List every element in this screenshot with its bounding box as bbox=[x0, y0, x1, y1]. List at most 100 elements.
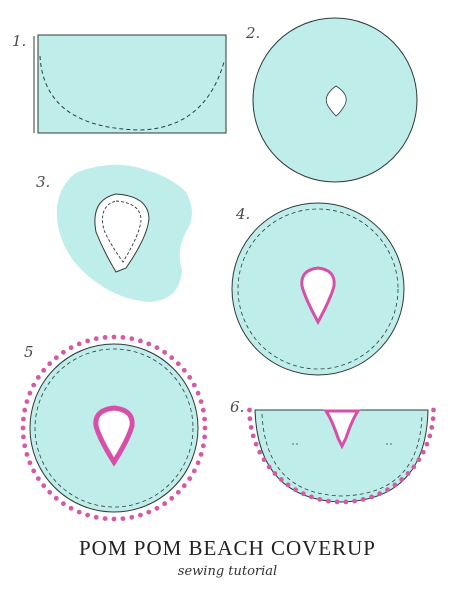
pompom-dot bbox=[399, 477, 405, 482]
pompom-dot bbox=[35, 375, 41, 380]
pompom-dot bbox=[385, 487, 390, 493]
pompom-dot bbox=[21, 416, 26, 422]
pompom-dot bbox=[85, 512, 90, 518]
pompom-dot bbox=[181, 483, 187, 489]
pompom-dot bbox=[20, 425, 26, 431]
step-5-pompom-circle: 5 bbox=[20, 334, 208, 522]
pompom-dot bbox=[41, 483, 47, 489]
pompom-dot bbox=[61, 501, 66, 507]
step-5-pompom-trim bbox=[20, 334, 208, 522]
pompom-dot bbox=[102, 335, 108, 340]
pompom-dot bbox=[111, 334, 117, 340]
pompom-dot bbox=[154, 505, 160, 511]
pompom-dot bbox=[369, 494, 374, 500]
pompom-dot bbox=[47, 361, 53, 367]
pompom-dot bbox=[377, 491, 383, 497]
pompom-dot bbox=[326, 498, 331, 504]
pompom-dot bbox=[392, 482, 398, 488]
pompom-dot bbox=[317, 497, 323, 502]
pompom-dot bbox=[272, 471, 278, 476]
pompom-dot bbox=[411, 464, 417, 470]
pompom-dot bbox=[195, 390, 201, 396]
pompom-dot bbox=[76, 509, 82, 515]
pompom-dot bbox=[300, 491, 306, 497]
step-6-label: 6. bbox=[230, 398, 244, 416]
pompom-dot bbox=[175, 361, 181, 367]
pompom-dot bbox=[31, 382, 37, 388]
pompom-dot bbox=[250, 433, 256, 439]
pompom-dot bbox=[293, 487, 298, 493]
step-1-fabric-rect bbox=[37, 34, 227, 134]
pompom-dot bbox=[200, 443, 206, 449]
pompom-dot bbox=[93, 514, 99, 520]
pompom-dot bbox=[200, 407, 206, 413]
pompom-dot bbox=[198, 452, 204, 457]
pompom-dot bbox=[22, 407, 28, 413]
pompom-dot bbox=[416, 457, 422, 463]
pompom-dot bbox=[162, 501, 168, 507]
step-5-neckline bbox=[93, 405, 135, 467]
pompom-dot bbox=[266, 464, 272, 470]
pompom-dot bbox=[405, 471, 411, 476]
pompom-dot bbox=[61, 349, 66, 355]
pompom-dot bbox=[352, 498, 357, 504]
step-2-label: 2. bbox=[245, 24, 260, 42]
pompom-dot bbox=[22, 443, 28, 449]
pompom-dot bbox=[202, 425, 208, 431]
pompom-dot bbox=[27, 390, 33, 396]
pompom-dot bbox=[360, 497, 366, 502]
pompom-dot bbox=[343, 499, 349, 505]
pompom-dot bbox=[138, 338, 143, 344]
pompom-dot bbox=[202, 416, 208, 422]
step-4-neckline bbox=[300, 266, 336, 326]
pompom-dot bbox=[120, 516, 126, 521]
pompom-dot bbox=[309, 494, 314, 500]
pompom-dot bbox=[187, 476, 193, 481]
pompom-dot bbox=[138, 512, 143, 518]
pompom-dot bbox=[191, 468, 197, 474]
step-4-hem-stitch bbox=[237, 208, 399, 370]
pompom-dot bbox=[248, 425, 254, 430]
step-6-neckline bbox=[323, 409, 361, 450]
step-5-hem-stitch bbox=[34, 348, 194, 508]
pompom-dot bbox=[427, 433, 433, 439]
pompom-dot bbox=[24, 399, 30, 404]
step-5-label: 5 bbox=[24, 343, 34, 361]
pompom-dot bbox=[431, 407, 436, 413]
pompom-dot bbox=[120, 335, 126, 340]
pompom-dot bbox=[278, 477, 284, 482]
pompom-dot bbox=[68, 345, 74, 351]
pompom-dot bbox=[253, 441, 259, 447]
pompom-dot bbox=[31, 468, 37, 474]
pompom-dot bbox=[285, 482, 291, 488]
step-1-label: 1. bbox=[12, 32, 26, 50]
pompom-dot bbox=[129, 336, 135, 342]
pompom-dot bbox=[24, 452, 30, 457]
step-6-pompom-trim bbox=[247, 407, 436, 505]
pompom-dot bbox=[146, 509, 152, 515]
pompom-dot bbox=[68, 505, 74, 511]
pompom-dot bbox=[257, 449, 263, 455]
pompom-dot bbox=[424, 441, 430, 447]
pompom-dot bbox=[129, 514, 135, 520]
pompom-dot bbox=[175, 489, 181, 495]
pompom-dot bbox=[53, 495, 59, 501]
pompom-dot bbox=[202, 434, 208, 440]
pompom-dot bbox=[261, 457, 267, 463]
step-3-label: 3. bbox=[36, 173, 50, 191]
pompom-dot bbox=[169, 355, 175, 361]
pompom-dot bbox=[430, 416, 436, 422]
pompom-dot bbox=[41, 367, 47, 373]
pompom-dot bbox=[76, 341, 82, 347]
step-2-neck-hole bbox=[325, 85, 347, 117]
step-1-folded-fabric: 1. bbox=[12, 32, 227, 134]
pompom-dot bbox=[429, 425, 435, 430]
pompom-dot bbox=[195, 460, 201, 466]
step-4-label: 4. bbox=[235, 205, 250, 223]
step-3-neck-facing: 3. bbox=[36, 164, 192, 302]
pompom-dot bbox=[111, 516, 117, 522]
step-6-hem-stitch bbox=[261, 413, 423, 497]
pompom-dot bbox=[169, 495, 175, 501]
pompom-dot bbox=[334, 499, 340, 505]
